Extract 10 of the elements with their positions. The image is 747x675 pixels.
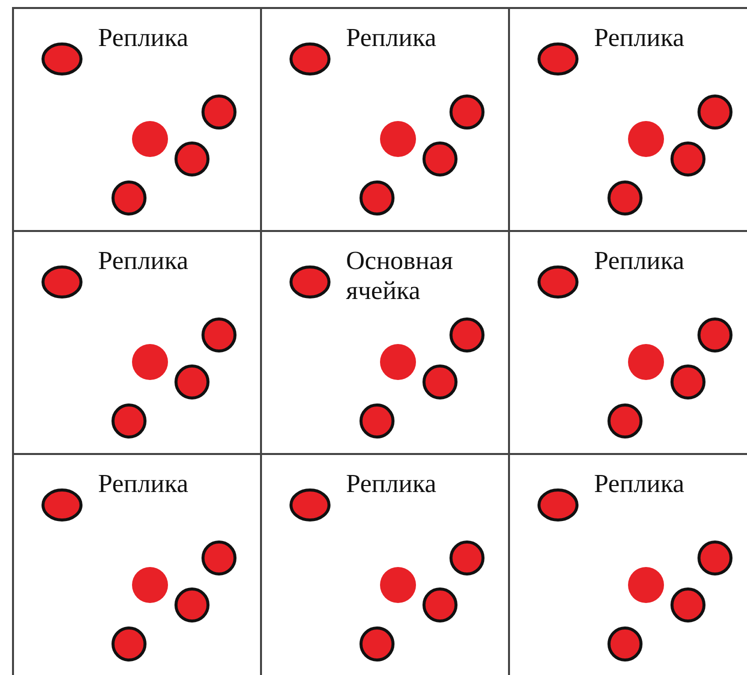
cell-label: Реплика <box>594 246 686 276</box>
cell-label: Реплика <box>98 23 190 53</box>
cell-label: Реплика <box>594 469 686 499</box>
cell-label: Реплика <box>346 23 438 53</box>
cell-label: Реплика <box>594 23 686 53</box>
cell-box <box>12 7 262 232</box>
cell-label: Реплика <box>98 469 190 499</box>
cell-label: Реплика <box>98 246 190 276</box>
cell-label: Основная ячейка <box>346 246 454 306</box>
cell-label: Реплика <box>346 469 438 499</box>
